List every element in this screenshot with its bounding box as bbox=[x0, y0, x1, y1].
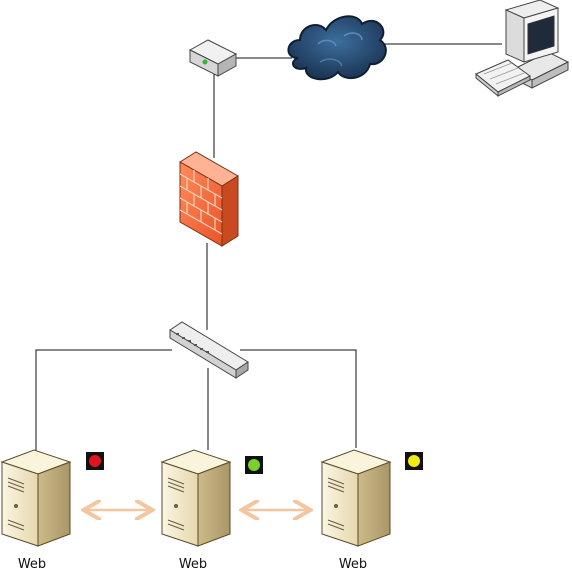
computer-icon[interactable] bbox=[475, 0, 570, 98]
connection-lines bbox=[35, 43, 502, 452]
server-2-label: Web bbox=[178, 557, 208, 572]
server-3[interactable] bbox=[320, 449, 423, 547]
server-3-label: Web bbox=[338, 557, 368, 572]
server-icon bbox=[0, 449, 72, 547]
server-1-label: Web bbox=[17, 557, 47, 572]
cloud-icon[interactable] bbox=[287, 15, 387, 81]
switch-server-3-link bbox=[240, 349, 357, 448]
server-2[interactable] bbox=[160, 449, 263, 547]
server-icon bbox=[160, 449, 232, 547]
switch-icon[interactable] bbox=[169, 321, 249, 379]
server-1[interactable] bbox=[0, 449, 104, 547]
router-icon[interactable] bbox=[188, 39, 238, 77]
switch-server-1-link bbox=[35, 349, 172, 452]
server-icon bbox=[320, 449, 392, 547]
firewall-icon[interactable] bbox=[179, 151, 239, 247]
